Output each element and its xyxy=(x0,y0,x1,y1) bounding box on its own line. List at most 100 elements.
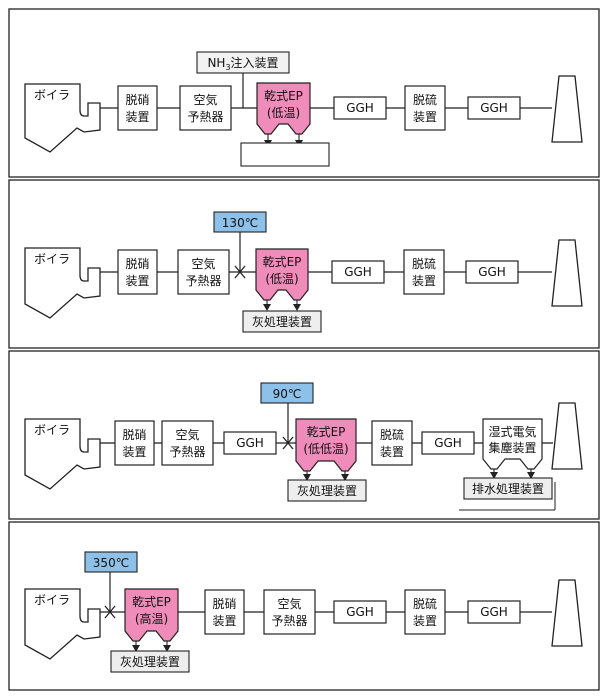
dry-ep-box xyxy=(295,418,357,472)
desulfurization-box xyxy=(403,249,445,295)
denitration-box xyxy=(117,85,158,131)
ash-discharge-arrow xyxy=(163,645,171,652)
desulfurization-label: 脱硫 xyxy=(380,427,404,442)
air-heater-label: 予熱器 xyxy=(169,445,205,459)
desulfurization-box xyxy=(404,85,446,131)
ash-treatment-label: 灰処理装置 xyxy=(252,315,312,329)
boiler-label: ボイラ xyxy=(34,423,70,437)
ash-treatment-label: 灰処理装置 xyxy=(120,655,180,669)
ash-discharge-arrow xyxy=(263,304,271,311)
dry-ep-label: 乾式EP xyxy=(264,89,303,103)
denitration-label: 装置 xyxy=(122,445,146,459)
boiler-shape xyxy=(24,588,101,660)
ash-discharge-arrow xyxy=(341,474,349,481)
desulfurization-label: 脱硫 xyxy=(413,596,437,611)
dry-ep-label: (低温) xyxy=(265,272,298,286)
ash-treatment-box xyxy=(240,142,330,167)
desulfurization-label: 装置 xyxy=(413,614,437,628)
wet-ep-label: 集塵装置 xyxy=(488,440,536,455)
chimney-shape xyxy=(551,75,583,143)
ash-discharge-arrow xyxy=(293,304,301,311)
chimney-shape xyxy=(551,579,583,647)
denitration-label: 脱硝 xyxy=(125,256,149,271)
ash-discharge-arrow xyxy=(303,474,311,481)
ggh-label: GGH xyxy=(480,101,508,115)
air-heater-label: 空気 xyxy=(191,256,215,271)
temperature-badge xyxy=(84,551,138,573)
dry-ep-label: 乾式EP xyxy=(263,255,302,269)
chimney-shape xyxy=(551,402,583,470)
desulfurization-label: 装置 xyxy=(413,110,437,124)
panel-frame xyxy=(8,8,600,178)
dry-ep-box xyxy=(124,588,179,642)
boiler-label: ボイラ xyxy=(34,252,70,266)
ggh-label: GGH xyxy=(346,605,374,619)
denitration-box xyxy=(117,249,158,295)
boiler-shape xyxy=(24,83,101,153)
panel-2: ボイラ 脱硝 装置 空気 予熱器 130℃ 乾式EP (低温) 灰処理装置 GG… xyxy=(8,179,600,349)
dry-ep-label: (低低温) xyxy=(303,442,348,456)
ash-treatment-box xyxy=(287,479,367,502)
denitration-label: 装置 xyxy=(125,274,149,288)
chimney-shape xyxy=(551,239,583,307)
panel-frame xyxy=(8,179,600,349)
dry-ep-box xyxy=(255,248,309,301)
nh3-injection-label: NH3注入装置 xyxy=(207,55,278,72)
wet-ep-label: 湿式電気 xyxy=(488,424,536,439)
ggh-label: GGH xyxy=(346,101,374,115)
air-heater-label: 空気 xyxy=(175,427,199,442)
denitration-label: 脱硝 xyxy=(122,427,146,442)
ggh-label: GGH xyxy=(434,436,462,450)
ash-treatment-box xyxy=(110,650,190,673)
dry-ep-label: (低温) xyxy=(267,106,300,120)
dry-ep-label: 乾式EP xyxy=(132,595,171,609)
desulfurization-label: 装置 xyxy=(412,274,436,288)
panel-frame xyxy=(8,521,600,691)
ash-discharge-arrow xyxy=(132,645,140,652)
wastewater-treatment-label: 排水処理装置 xyxy=(472,482,544,496)
desulfurization-box xyxy=(371,420,413,466)
drain-discharge-arrow xyxy=(527,472,535,479)
desulfurization-box xyxy=(404,589,446,635)
ggh-label: GGH xyxy=(236,436,264,450)
air-heater-box xyxy=(263,589,316,635)
boiler-label: ボイラ xyxy=(34,593,70,607)
denitration-label: 装置 xyxy=(125,110,149,124)
ggh-label: GGH xyxy=(344,265,372,279)
boiler-shape xyxy=(24,418,101,490)
panel-1: ボイラ 脱硝 装置 空気 予熱器 NH3注入装置 乾式EP (低温) GGH 脱… xyxy=(8,8,600,178)
temperature-badge xyxy=(213,211,267,233)
air-heater-label: 予熱器 xyxy=(185,274,221,288)
denitration-box xyxy=(114,420,155,466)
desulfurization-label: 装置 xyxy=(380,445,404,459)
desulfurization-label: 脱硫 xyxy=(412,256,436,271)
dry-ep-label: (高温) xyxy=(135,611,168,626)
drain-discharge-arrow xyxy=(490,472,498,479)
ash-treatment-label: 灰処理装置 xyxy=(297,484,357,498)
denitration-label: 脱硝 xyxy=(125,92,149,107)
ash-treatment-box xyxy=(242,310,322,333)
temperature-label: 130℃ xyxy=(222,216,258,230)
ggh-label: GGH xyxy=(478,265,506,279)
air-heater-box xyxy=(179,85,232,131)
denitration-label: 脱硝 xyxy=(212,596,236,611)
denitration-label: 装置 xyxy=(212,614,236,628)
air-heater-label: 空気 xyxy=(277,596,301,611)
air-heater-label: 空気 xyxy=(193,92,217,107)
temperature-label: 350℃ xyxy=(93,556,129,570)
nh3-injection-box xyxy=(196,51,290,74)
dry-ep-label: 乾式EP xyxy=(307,425,346,439)
air-heater-label: 予熱器 xyxy=(271,614,307,628)
air-heater-box xyxy=(177,249,230,295)
dry-ep-box xyxy=(256,82,311,135)
temperature-badge xyxy=(260,382,314,404)
wastewater-treatment-box xyxy=(463,477,553,500)
panel-frame xyxy=(8,350,600,520)
boiler-shape xyxy=(24,247,101,319)
ggh-label: GGH xyxy=(480,605,508,619)
air-heater-label: 予熱器 xyxy=(187,110,223,124)
panel-3: ボイラ 脱硝 装置 空気 予熱器 GGH 90℃ 乾式EP (低低温) 灰処理装… xyxy=(8,350,600,520)
desulfurization-label: 脱硫 xyxy=(413,92,437,107)
temperature-label: 90℃ xyxy=(273,387,302,401)
